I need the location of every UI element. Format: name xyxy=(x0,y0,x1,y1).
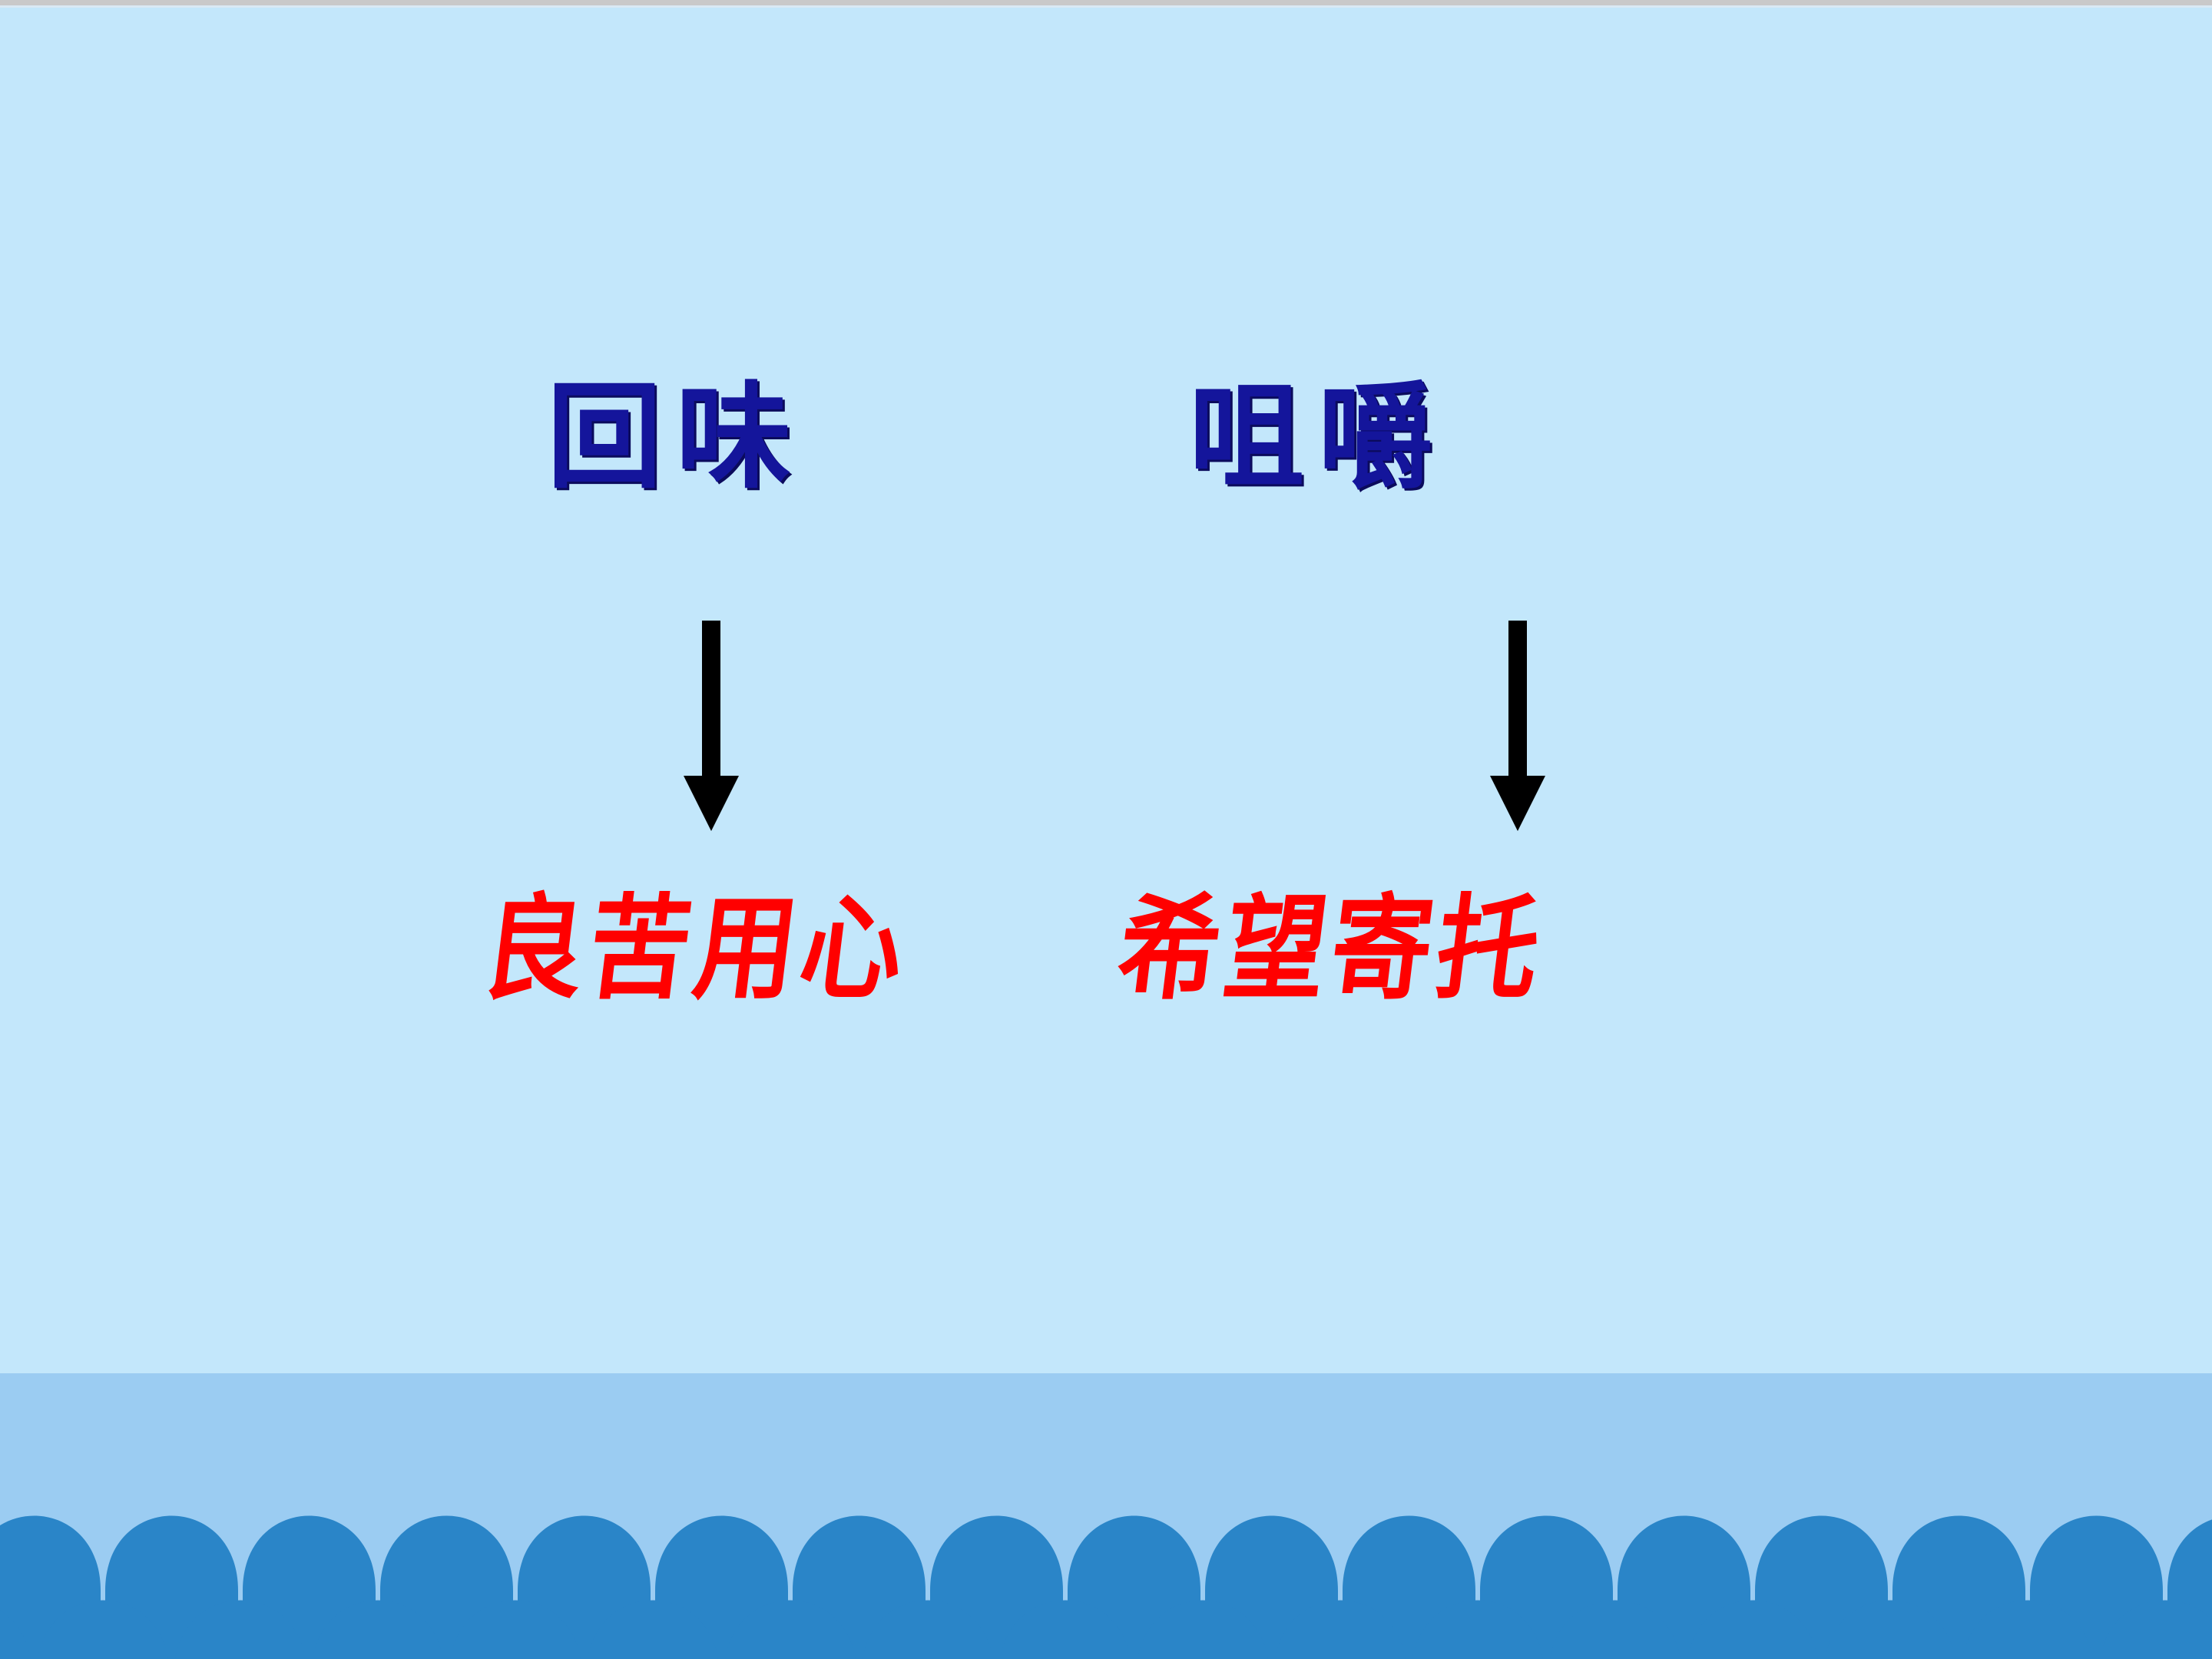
heading-word-right: 咀嚼 xyxy=(1189,375,1448,502)
down-arrow-right-icon xyxy=(1472,614,1564,837)
red-phrase-right: 希望寄托 xyxy=(1111,882,1551,1016)
heading-word-left: 回味 xyxy=(547,375,806,502)
arch-row-lower xyxy=(0,1583,2212,1659)
top-border-highlight xyxy=(0,5,2212,8)
top-border-strip xyxy=(0,0,2212,5)
bottom-decoration-band xyxy=(0,1373,2212,1659)
red-phrase-left: 良苦用心 xyxy=(475,882,916,1016)
down-arrow-left-icon xyxy=(665,614,757,837)
